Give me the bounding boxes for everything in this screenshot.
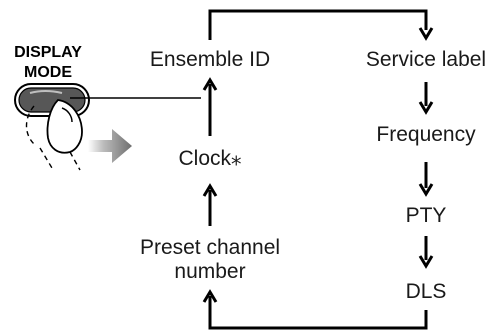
mode-dls: DLS: [406, 280, 447, 303]
arrow-service-to-frequency: [418, 82, 434, 115]
arrow-clock-to-ensemble: [202, 77, 218, 136]
mode-frequency: Frequency: [376, 123, 476, 146]
bottom-loop-arrow: [202, 289, 428, 330]
mode-pty: PTY: [406, 204, 447, 227]
arrow-frequency-to-pty: [418, 162, 434, 197]
press-arrow-icon: [88, 129, 132, 163]
arrow-preset-to-clock: [202, 183, 218, 226]
mode-preset-channel-line1: Preset channel: [140, 236, 280, 259]
mode-service-label: Service label: [366, 48, 486, 71]
top-loop-arrow: [208, 9, 434, 41]
button-label-mode: MODE: [24, 64, 72, 81]
mode-clock: Clock⁎: [178, 147, 241, 170]
arrow-pty-to-dls: [418, 236, 434, 269]
pressing-finger-icon: [25, 99, 83, 171]
button-label-display: DISPLAY: [14, 44, 82, 61]
mode-ensemble-id: Ensemble ID: [150, 48, 270, 71]
mode-preset-channel-line2: number: [174, 260, 245, 283]
